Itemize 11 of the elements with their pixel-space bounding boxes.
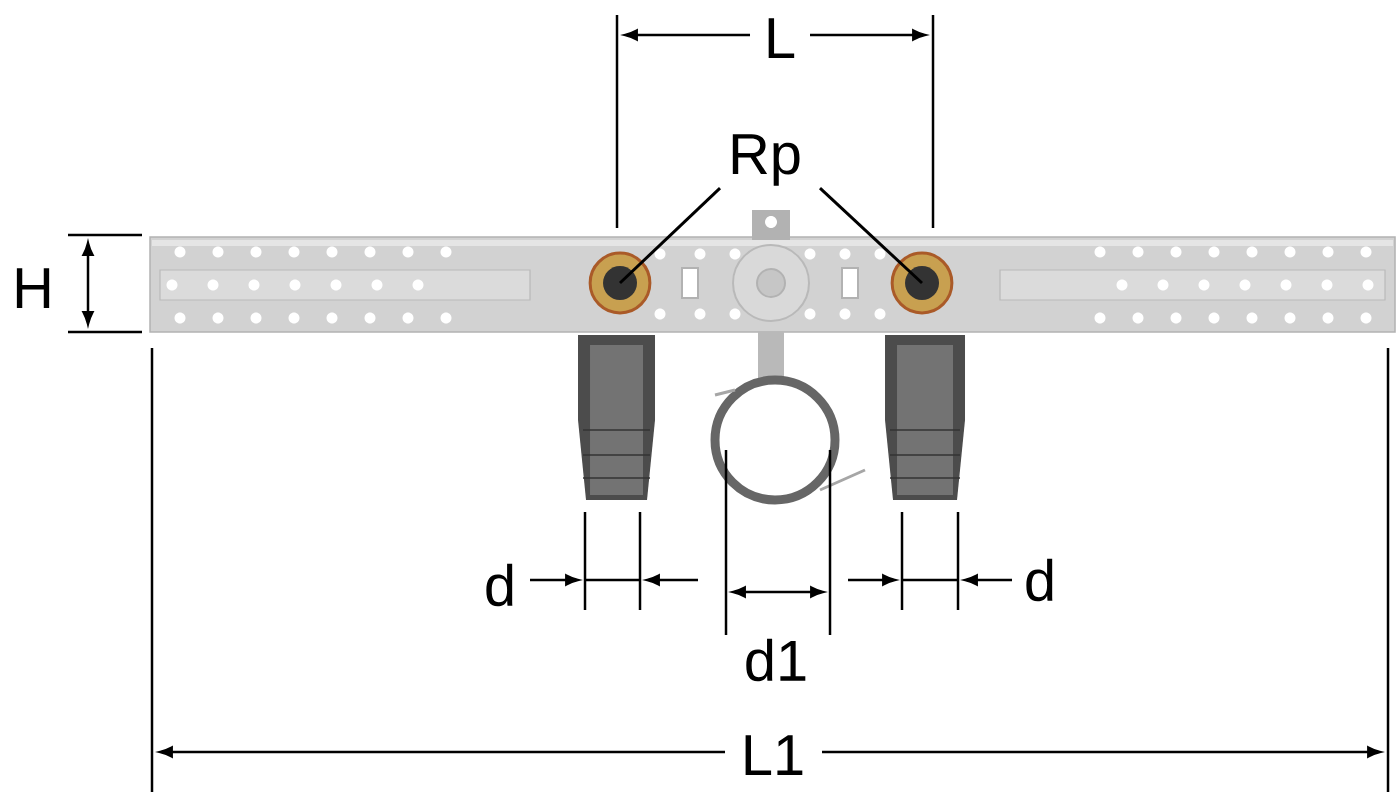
dimension-label: d1	[746, 638, 806, 682]
dimension-label: d	[486, 563, 513, 607]
brass-fitting	[588, 251, 652, 315]
dimension-label: d	[1026, 558, 1053, 602]
dimension-label: H	[16, 268, 50, 308]
dimension-label: L1	[745, 735, 803, 775]
leader-line	[619, 187, 722, 285]
callout-label: Rp	[732, 134, 800, 186]
leader-line	[819, 186, 924, 285]
brass-fitting	[890, 251, 954, 315]
dimension-label: L	[768, 18, 795, 58]
